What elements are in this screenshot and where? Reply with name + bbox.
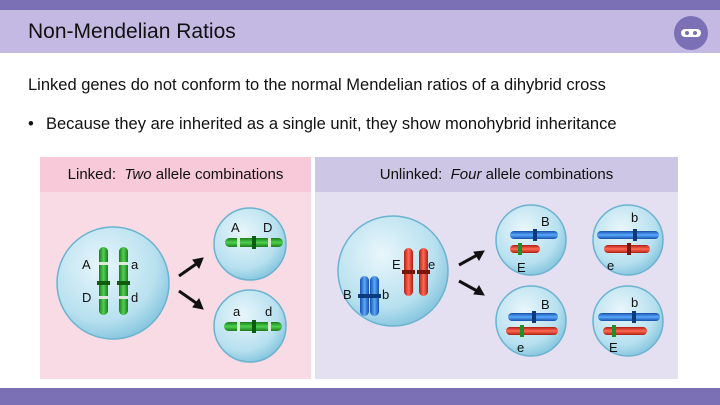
- centromere: [632, 311, 636, 323]
- arrow-icon: [458, 279, 485, 296]
- bottom-accent-strip: [0, 388, 720, 405]
- gene-band: [268, 238, 271, 247]
- subtitle-text: Linked genes do not conform to the norma…: [28, 76, 606, 94]
- centromere: [633, 229, 637, 241]
- unlinked-header-emph: Four: [450, 166, 482, 183]
- allele-label: e: [517, 340, 524, 355]
- allele-label: B: [343, 287, 352, 302]
- centromere: [532, 311, 536, 323]
- allele-label: d: [265, 304, 272, 319]
- allele-label: e: [607, 258, 614, 273]
- allele-label: d: [131, 290, 138, 305]
- gene-band: [119, 296, 128, 299]
- allele-label: b: [631, 295, 638, 310]
- allele-label: D: [82, 290, 91, 305]
- allele-label: e: [428, 257, 435, 272]
- linked-parent-cell: [56, 226, 170, 340]
- arrow-icon: [178, 289, 204, 310]
- centromere: [252, 320, 256, 333]
- allele-label: D: [263, 220, 272, 235]
- bullet-symbol: •: [28, 115, 34, 133]
- arrow-icon: [458, 250, 485, 267]
- centromere: [417, 270, 430, 274]
- bullet-text: Because they are inherited as a single u…: [46, 115, 617, 133]
- centromere: [97, 281, 110, 285]
- logo-icon: [674, 16, 708, 50]
- allele-label: A: [231, 220, 240, 235]
- allele-label: A: [82, 257, 91, 272]
- unlinked-gamete-chromosome: [510, 245, 540, 253]
- gene-band: [119, 262, 128, 265]
- unlinked-gamete-chromosome: [598, 313, 660, 321]
- unlinked-gamete-cell: [592, 204, 664, 276]
- arrow-icon: [178, 257, 204, 278]
- centromere: [117, 281, 130, 285]
- allele-label: B: [541, 214, 550, 229]
- unlinked-gamete-chromosome: [603, 327, 647, 335]
- centromere: [612, 325, 616, 337]
- gene-band: [268, 322, 271, 331]
- bullet-item: • Because they are inherited as a single …: [28, 115, 617, 134]
- centromere: [402, 270, 415, 274]
- allele-label: B: [541, 297, 550, 312]
- top-accent-strip: [0, 0, 720, 10]
- centromere: [252, 236, 256, 249]
- centromere: [533, 229, 537, 241]
- linked-header-suffix: allele combinations: [155, 166, 284, 183]
- unlinked-gamete-chromosome: [597, 231, 659, 239]
- gene-band: [99, 262, 108, 265]
- allele-label: E: [609, 340, 618, 355]
- allele-label: b: [631, 210, 638, 225]
- centromere: [358, 294, 371, 298]
- gene-band: [237, 238, 240, 247]
- allele-label: a: [131, 257, 139, 272]
- centromere: [518, 243, 522, 255]
- gene-band: [237, 322, 240, 331]
- slide-title: Non-Mendelian Ratios: [28, 20, 236, 43]
- gene-band: [99, 296, 108, 299]
- unlinked-gamete-chromosome: [506, 327, 558, 335]
- unlinked-header-suffix: allele combinations: [485, 166, 614, 183]
- linked-header-emph: Two: [124, 166, 152, 183]
- centromere: [627, 243, 631, 255]
- unlinked-header-prefix: Unlinked:: [379, 166, 443, 183]
- unlinked-gamete-cell: [495, 204, 567, 276]
- centromere: [520, 325, 524, 337]
- allele-label: b: [382, 287, 389, 302]
- linked-header: Linked: Two allele combinations: [40, 157, 311, 192]
- allele-label: E: [392, 257, 401, 272]
- unlinked-header: Unlinked: Four allele combinations: [315, 157, 678, 192]
- title-bar: [0, 10, 720, 53]
- allele-label: E: [517, 260, 526, 275]
- linked-header-prefix: Linked:: [67, 166, 117, 183]
- allele-label: a: [233, 304, 241, 319]
- centromere: [368, 294, 381, 298]
